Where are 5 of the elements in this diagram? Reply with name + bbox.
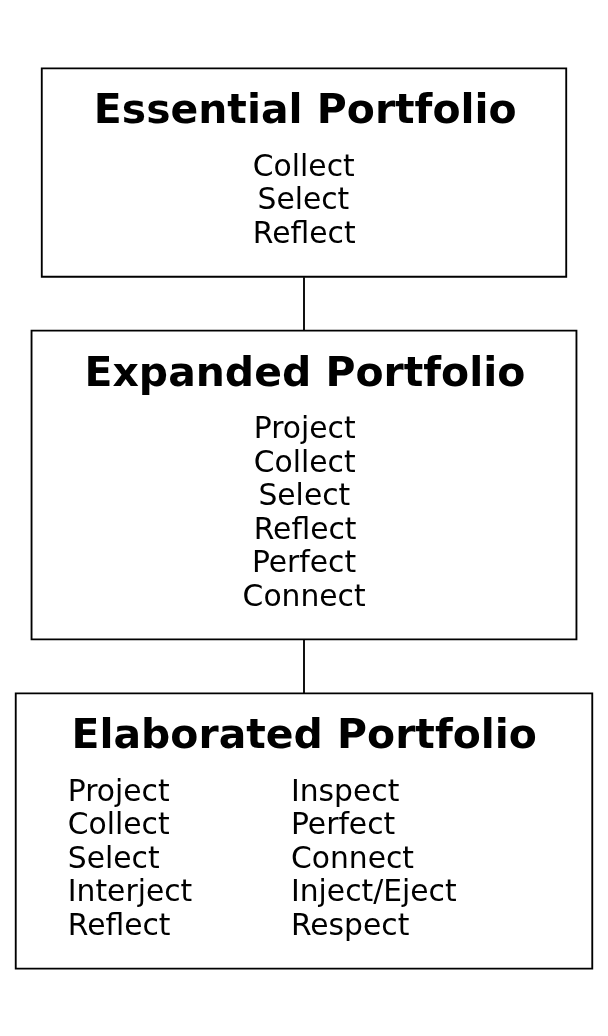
node-box: Elaborated Portfolio Project Collect Select Interject Reflect Inspect Perfect Connect Inject/Eject Respect [14, 691, 594, 969]
node-box: Expanded Portfolio Project Collect Select Reflect Perfect Connect [30, 329, 578, 640]
connector [303, 275, 305, 331]
connector [303, 638, 305, 694]
node-box: Essential Portfolio Collect Select Reflect [40, 67, 568, 278]
